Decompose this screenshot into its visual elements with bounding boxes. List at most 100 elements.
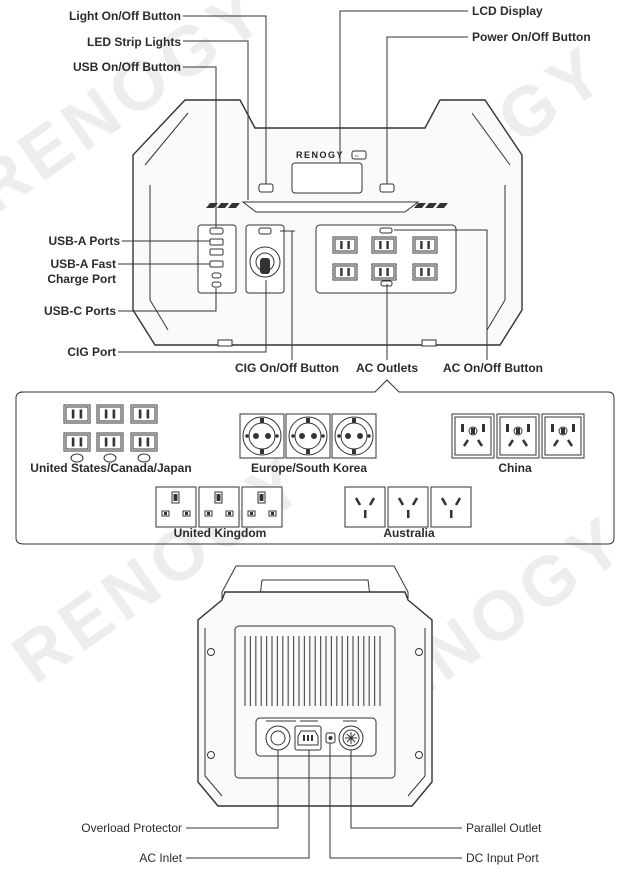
us-outlet-5-face [98,434,122,450]
ac-outlet-1-slot-left [340,241,343,249]
uk-outlet-2-neutral-pin [228,512,231,515]
front-leader-lines [118,10,488,360]
front-foot-left [217,339,233,347]
label-region-us: United States/Canada/Japan [30,461,191,475]
eu-outlet-1-ground-bottom [260,449,264,454]
overload-protector-cap [270,730,286,746]
region-labels: United States/Canada/Japan Europe/South … [30,461,532,540]
us-outlet-2-slot-left [104,409,108,419]
front-labels: Light On/Off Button LED Strip Lights USB… [44,4,591,375]
ac-outlet-2-slot-right [386,241,389,249]
eu-outlet-3-recess [340,422,368,450]
ac-outlet-2-face [373,238,395,252]
china-outlet-3-center-slot [561,428,565,434]
eu-outlet-1-pin-right [265,433,271,439]
uk-outlet-2-live-pin [207,512,210,515]
eu-outlet-2-recess [294,422,322,450]
light-button[interactable] [258,183,274,193]
us-indicator-2 [103,453,117,463]
china-outlet-3-pin-right [566,439,574,447]
leader-cig-port [118,280,267,353]
ac-outlet-6-slot-right [427,268,430,276]
uk-outlet-1-neutral-pin [185,512,188,515]
label-dc-input-port: DC Input Port [466,851,539,865]
ac-inlet-socket [297,730,319,746]
us-outlet-3-slot-left [138,409,142,419]
eu-outlet-3-pin-right [357,433,363,439]
ac-outlet-3-face [414,238,436,252]
uk-outlet-3-earth-pin [259,494,264,501]
ac-outlet-2-slot-left [379,241,382,249]
au-outlet-3 [430,486,472,528]
ac-inlet-pin-2 [307,735,309,741]
us-outlet-6-face [132,434,156,450]
china-outlet-1-pin-left [462,439,470,447]
ac-outlet-5-face [373,265,395,279]
au-outlet-3-pin-left [440,497,448,506]
uk-outlet-3-live-pin [250,512,253,515]
china-outlet-2-slot-a [506,424,509,432]
uk-outlet-2-earth-pin [216,494,221,501]
usb-button[interactable] [209,227,224,235]
uk-outlet-1-earth-pin [173,494,178,501]
us-outlet-6-slot-left [138,437,142,447]
china-outlet-3-face [544,416,582,456]
china-outlet-2-center-slot [516,428,520,434]
china-outlet-2-pin-left [507,439,515,447]
cig-port-socket [260,258,270,274]
rear-screw-br [415,751,423,759]
us-outlet-3-slot-right [146,409,150,419]
decor-stripes-right [414,203,448,208]
au-outlet-1-pin-earth [364,510,367,518]
au-outlet-3-pin-earth [450,510,453,518]
eu-outlet-3-pin-left [345,433,351,439]
eu-outlet-2-screw-left [291,434,295,438]
eu-outlet-3-ground-top [352,418,356,423]
leader-light-button [183,15,267,184]
us-outlet-3-face [132,406,156,422]
parallel-outlet-pins [345,732,357,744]
label-usb-a-fast-line1: USB-A Fast [50,257,116,271]
label-parallel-outlet: Parallel Outlet [466,821,542,835]
ac-outlet-4-face [334,265,356,279]
region-australia-outlets [344,486,472,528]
rear-body-sides [204,628,426,797]
china-outlet-3-pin-left [552,439,560,447]
label-usb-a-fast-line2: Charge Port [47,272,116,286]
ac-outlet-1-slot-right [347,241,350,249]
cig-button[interactable] [258,227,272,235]
uk-outlet-3-neutral-pin [271,512,274,515]
eu-outlet-2-pin-right [311,433,317,439]
leader-usb-button [183,66,217,228]
label-usb-a: USB-A Ports [48,234,120,248]
ac-outlet-3-slot-left [420,241,423,249]
usb-c-port-1[interactable] [211,272,222,279]
label-ac-outlets: AC Outlets [356,361,418,375]
rear-view [197,565,433,807]
usb-panel [197,224,237,294]
leader-usb-c [118,288,217,312]
rear-port-caption-2 [300,720,318,722]
rear-panel [234,625,396,779]
rear-screw-bl [207,751,215,759]
au-outlet-3-pin-right [454,497,462,506]
label-overload-protector: Overload Protector [81,821,182,835]
usb-a-port-1[interactable] [209,238,224,246]
region-us-outlets [63,404,158,463]
china-outlet-1-slot-b [482,424,485,432]
power-button[interactable] [379,183,395,193]
usb-c-port-2[interactable] [211,281,222,288]
us-outlet-2-slot-right [112,409,116,419]
rear-port-caption-3 [343,720,357,722]
china-outlet-2-face [499,416,537,456]
eu-outlet-1-pin-left [253,433,259,439]
china-outlet-1-slot-a [461,424,464,432]
us-indicator-3 [137,453,151,463]
ac-button[interactable] [379,227,393,234]
us-outlet-4-slot-right [79,437,83,447]
region-china-outlets [451,413,585,459]
ac-outlet-4-slot-left [340,268,343,276]
usb-a-port-2[interactable] [209,248,224,256]
usb-a-fast-port[interactable] [209,260,224,268]
